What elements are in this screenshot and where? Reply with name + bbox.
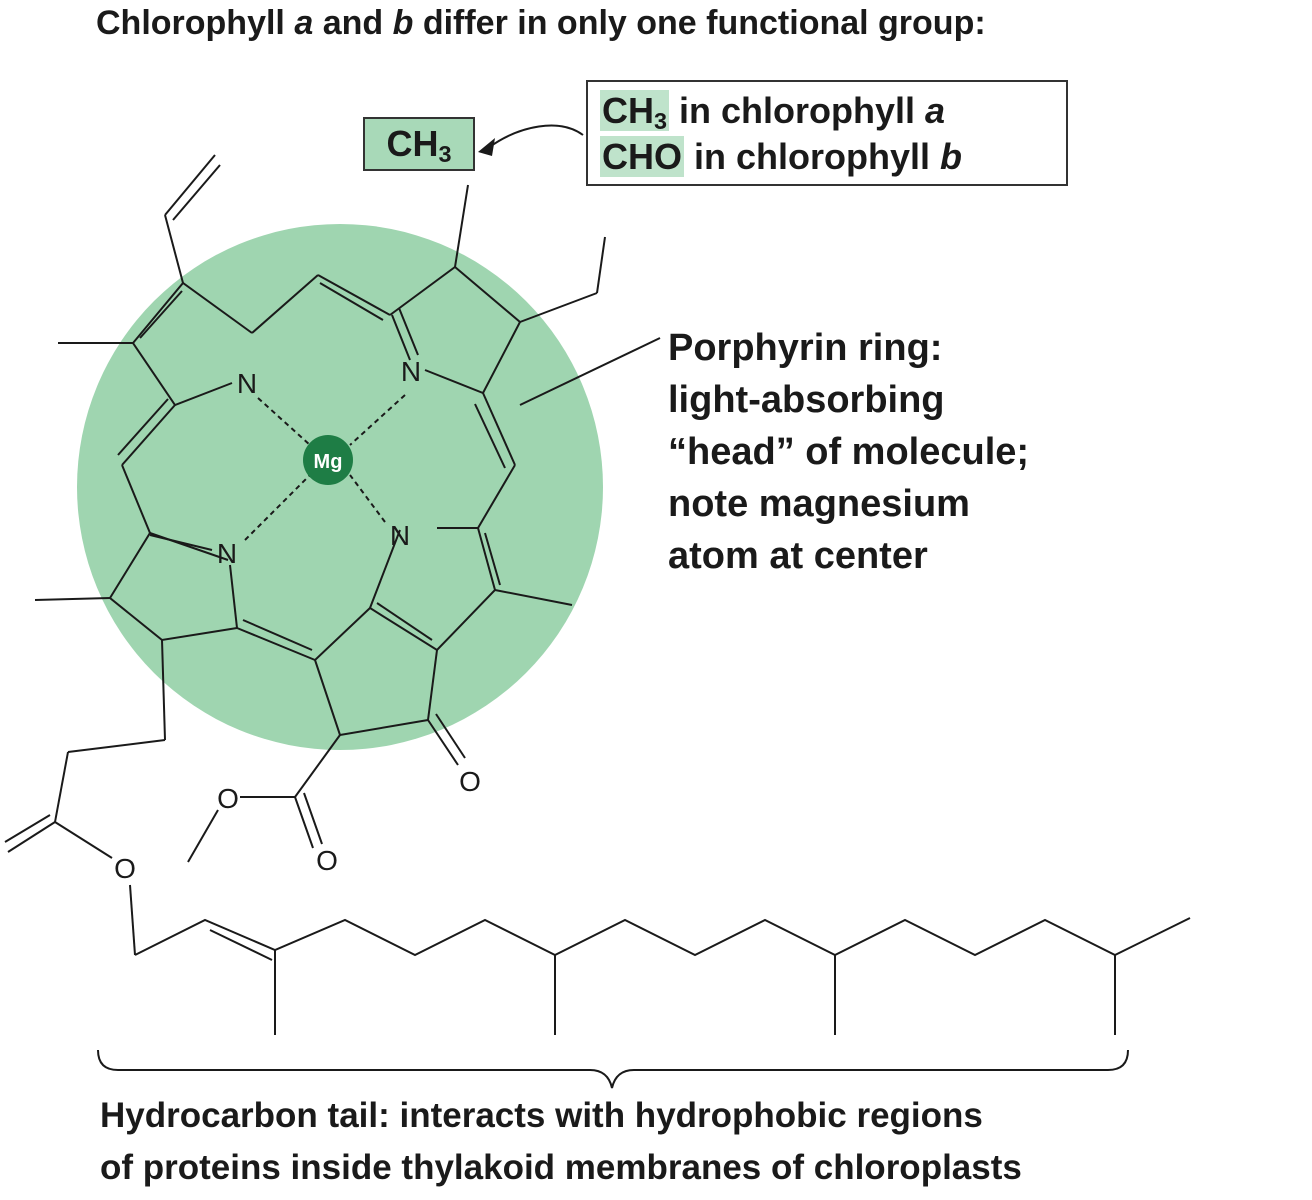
nitrogen-label: N: [237, 368, 257, 399]
bond-lines: [4, 124, 1191, 1089]
legend-group-highlight: CHO: [600, 136, 684, 177]
nitrogen-label: N: [217, 538, 237, 569]
oxygen-label: O: [316, 845, 338, 876]
functional-group-legend: CH3 in chlorophyll a CHO in chlorophyll …: [586, 80, 1068, 186]
diagram-title: Chlorophyll a and b differ in only one f…: [96, 4, 986, 42]
ch3-group-label: CH3: [363, 117, 475, 171]
legend-group-highlight: CH3: [600, 90, 670, 134]
mg-label: Mg: [314, 451, 343, 473]
title-letter-a: a: [294, 4, 314, 42]
porphyrin-head-circle: [77, 224, 603, 750]
oxygen-label: O: [114, 853, 136, 884]
leader-arrowhead: [478, 138, 495, 156]
legend-line-chlorophyll-b: CHO in chlorophyll b: [600, 136, 963, 177]
nitrogen-label: N: [390, 520, 410, 551]
oxygen-label: O: [217, 783, 239, 814]
mg-atom: [303, 435, 353, 485]
title-letter-b: b: [392, 4, 414, 42]
hydrocarbon-tail-annotation: Hydrocarbon tail: interacts with hydroph…: [100, 1096, 1022, 1187]
nitrogen-label: N: [401, 356, 421, 387]
porphyrin-ring-annotation: Porphyrin ring: light-absorbing “head” o…: [668, 327, 1030, 577]
legend-line-chlorophyll-a: CH3 in chlorophyll a: [600, 90, 946, 134]
oxygen-label: O: [459, 766, 481, 797]
mg-coordination-bonds: [244, 394, 406, 541]
